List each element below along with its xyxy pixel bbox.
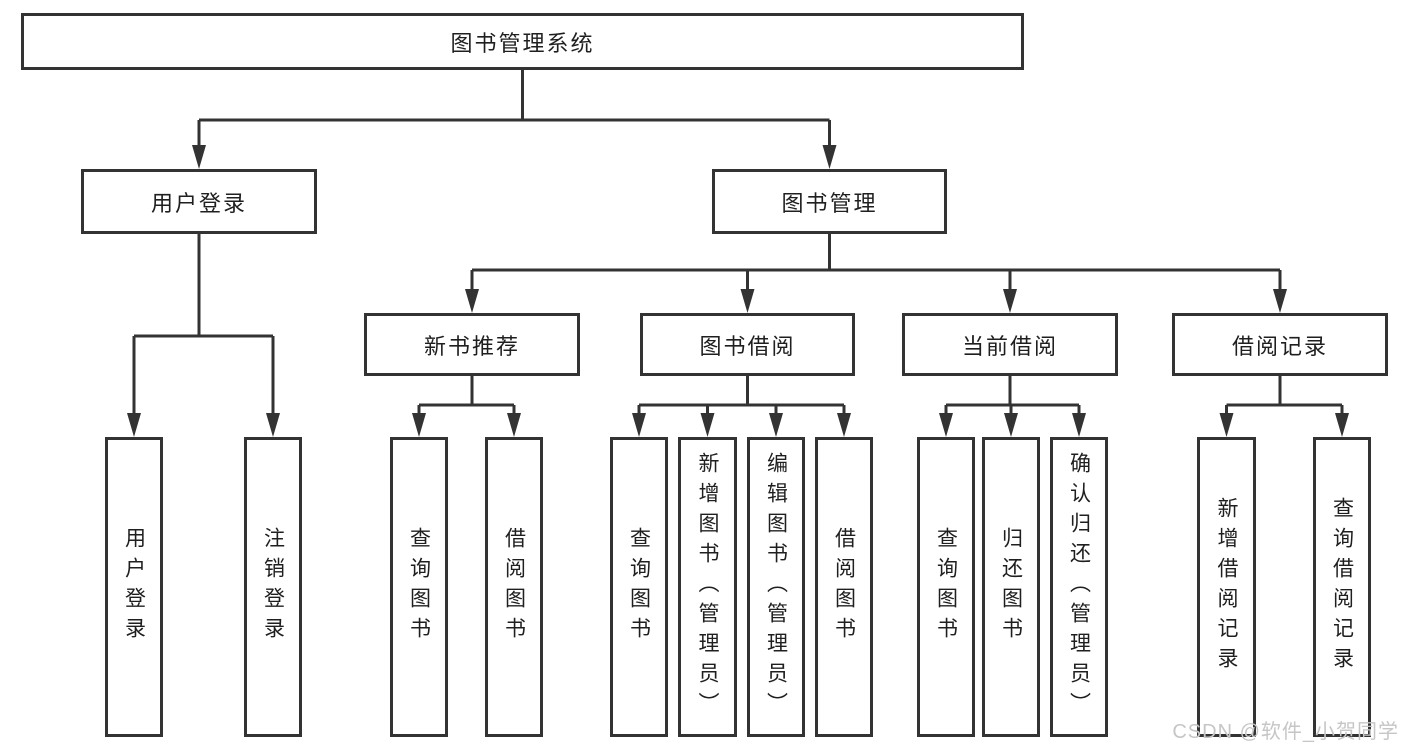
node-new-book-rec: 新书推荐 (364, 313, 580, 376)
node-br-query: 查询借阅记录 (1313, 437, 1371, 737)
node-cb-confirm: 确认归还（管理员） (1050, 437, 1108, 737)
arrowhead-bb-add (700, 413, 715, 437)
node-nbr-borrow: 借阅图书 (485, 437, 543, 737)
node-label-root: 图书管理系统 (450, 30, 595, 56)
arrowhead-bb-query (632, 413, 646, 437)
node-cb-query: 查询图书 (917, 437, 975, 737)
node-user-login: 用户登录 (81, 169, 317, 234)
node-label-book-mgmt: 图书管理 (781, 190, 878, 216)
node-label-br-query: 查询借阅记录 (1330, 497, 1354, 677)
node-bb-query: 查询图书 (610, 437, 668, 737)
node-current-borrow: 当前借阅 (902, 313, 1118, 376)
edge-root (192, 70, 837, 169)
node-nbr-query: 查询图书 (390, 437, 448, 737)
arrowhead-current-borrow (1003, 289, 1017, 313)
node-label-login-op: 用户登录 (122, 527, 146, 647)
node-label-cb-query: 查询图书 (934, 527, 958, 647)
arrowhead-cb-confirm (1072, 413, 1086, 437)
node-bb-add: 新增图书（管理员） (678, 437, 737, 737)
edge-book-mgmt (465, 234, 1287, 313)
arrowhead-bb-borrow (837, 413, 851, 437)
arrowhead-new-book-rec (465, 289, 479, 313)
edge-lines-borrow-record (1225, 376, 1344, 417)
edge-lines-current-borrow (944, 376, 1081, 417)
edge-new-book-rec (412, 376, 521, 437)
edge-user-login (127, 234, 280, 437)
node-label-nbr-borrow: 借阅图书 (502, 527, 526, 647)
node-book-mgmt: 图书管理 (712, 169, 947, 234)
node-label-br-add: 新增借阅记录 (1215, 497, 1238, 677)
arrowhead-cb-query (939, 413, 953, 437)
arrowhead-br-add (1219, 413, 1234, 437)
node-label-bb-edit: 编辑图书（管理员） (764, 452, 788, 722)
node-label-cb-return: 归还图书 (999, 527, 1023, 647)
edge-lines-book-borrow (637, 376, 846, 417)
node-label-book-borrow: 图书借阅 (699, 333, 796, 359)
edge-current-borrow (939, 376, 1086, 437)
node-label-bb-add: 新增图书（管理员） (696, 452, 719, 722)
arrowhead-user-login (192, 145, 206, 169)
node-label-logout-op: 注销登录 (261, 527, 285, 647)
edge-lines-user-login (132, 234, 275, 417)
arrowhead-borrow-record (1273, 289, 1287, 313)
watermark: CSDN @软件_小贺同学 (1172, 721, 1399, 743)
node-label-nbr-query: 查询图书 (407, 527, 431, 647)
arrowhead-book-mgmt (822, 145, 837, 169)
node-root: 图书管理系统 (21, 13, 1024, 70)
arrowhead-nbr-query (412, 413, 426, 437)
edge-lines-new-book-rec (417, 376, 516, 417)
arrowhead-bb-edit (769, 413, 783, 437)
arrowhead-br-query (1335, 413, 1349, 437)
node-bb-edit: 编辑图书（管理员） (747, 437, 805, 737)
node-br-add: 新增借阅记录 (1197, 437, 1256, 737)
arrowhead-login-op (127, 413, 141, 437)
arrowhead-nbr-borrow (507, 413, 521, 437)
node-login-op: 用户登录 (105, 437, 163, 737)
node-label-bb-borrow: 借阅图书 (832, 527, 856, 647)
node-label-borrow-record: 借阅记录 (1231, 333, 1328, 359)
node-label-user-login: 用户登录 (150, 190, 247, 216)
node-cb-return: 归还图书 (982, 437, 1040, 737)
arrowhead-book-borrow (740, 289, 755, 313)
edge-borrow-record (1219, 376, 1349, 437)
node-label-new-book-rec: 新书推荐 (423, 333, 520, 359)
edge-lines-book-mgmt (470, 234, 1282, 293)
edge-lines-root (197, 70, 831, 149)
node-book-borrow: 图书借阅 (640, 313, 855, 376)
node-label-bb-query: 查询图书 (627, 527, 651, 647)
arrowhead-cb-return (1004, 413, 1018, 437)
edge-book-borrow (632, 376, 851, 437)
node-bb-borrow: 借阅图书 (815, 437, 873, 737)
node-label-cb-confirm: 确认归还（管理员） (1067, 452, 1091, 722)
node-label-current-borrow: 当前借阅 (961, 333, 1058, 359)
node-logout-op: 注销登录 (244, 437, 302, 737)
arrowhead-logout-op (266, 413, 280, 437)
node-borrow-record: 借阅记录 (1172, 313, 1388, 376)
